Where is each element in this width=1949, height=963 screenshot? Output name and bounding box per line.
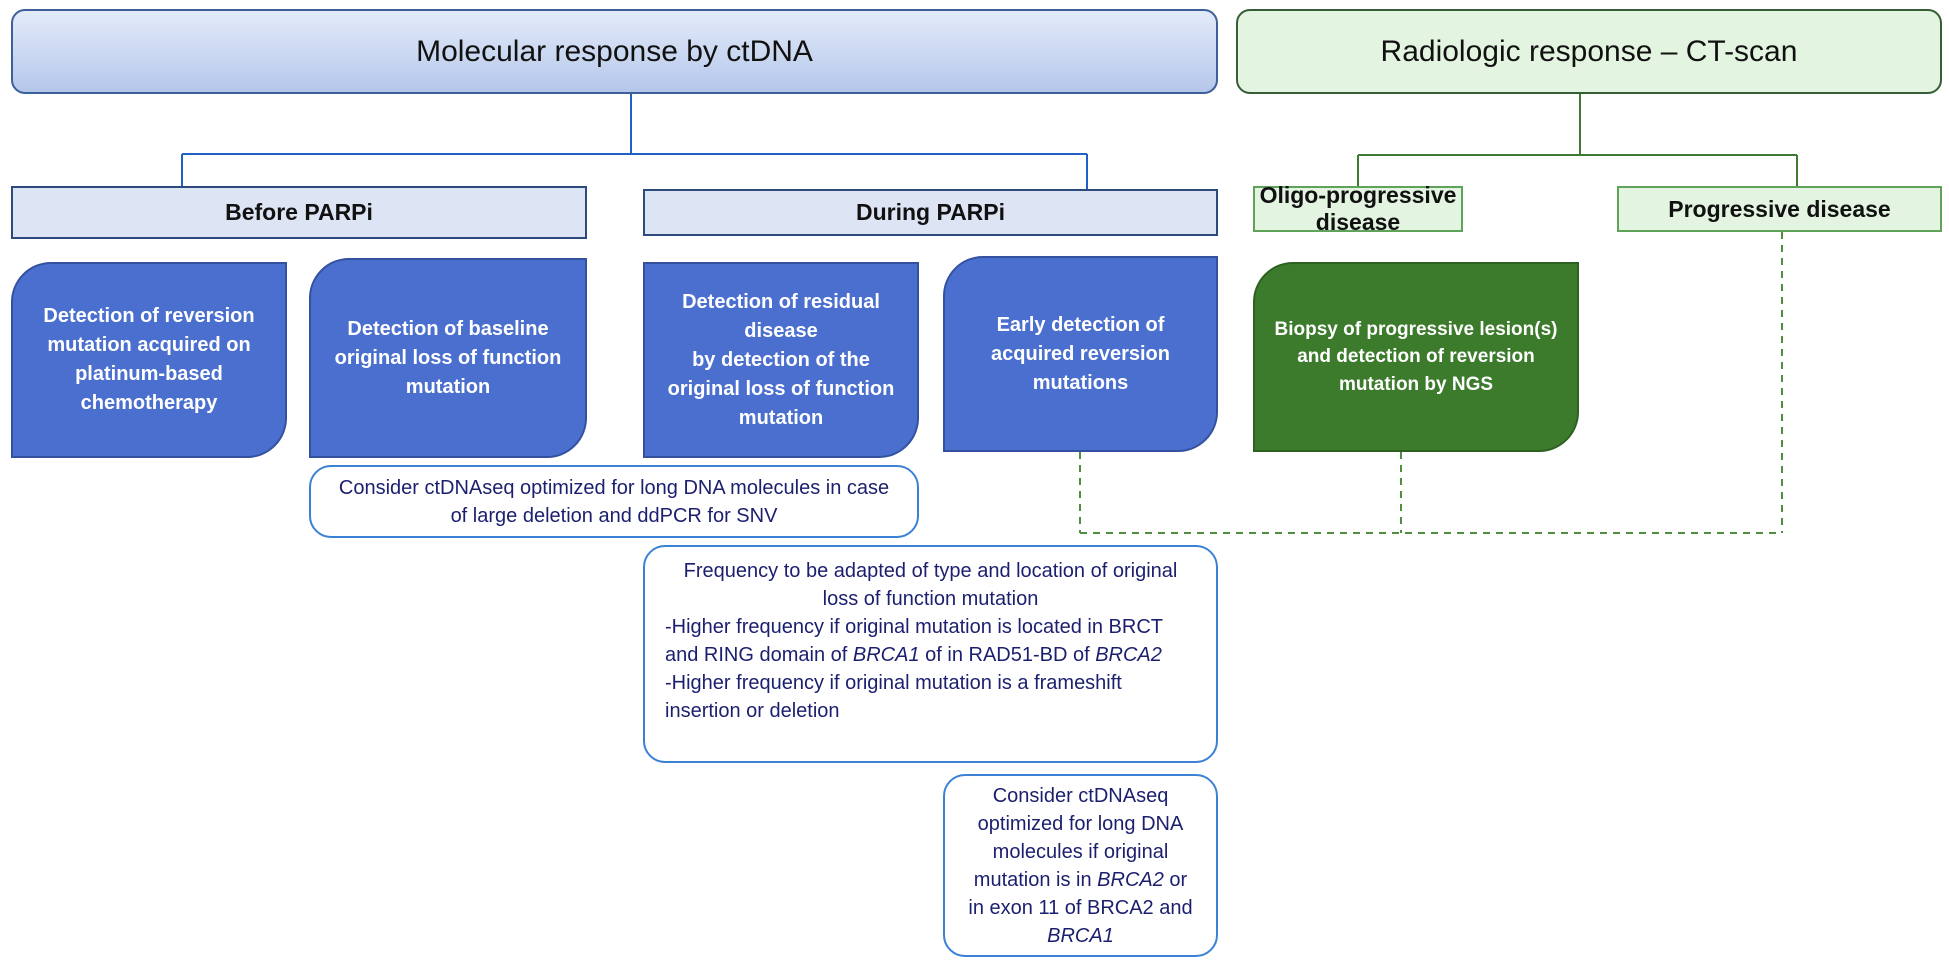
frequency-title: Frequency to be adapted of type and loca… <box>683 560 1178 610</box>
oligo-progressive-box: Oligo-progressive disease <box>1253 182 1463 235</box>
early-reversion-text: Early detection of acquired reversion mu… <box>991 313 1170 394</box>
brca-gene-brca1: BRCA1 <box>1047 924 1114 947</box>
molecular-response-title: Molecular response by ctDNA <box>416 34 813 68</box>
biopsy-card: Biopsy of progressive lesion(s) and dete… <box>1253 262 1579 452</box>
ctdnaseq-long-note: Consider ctDNAseq optimized for long DNA… <box>309 465 919 538</box>
frequency-gene-brca2: BRCA2 <box>1095 644 1162 666</box>
progressive-disease-label: Progressive disease <box>1668 195 1891 222</box>
brca-ctdnaseq-text: Consider ctDNAseq optimized for long DNA… <box>967 782 1194 950</box>
during-parpi-box: During PARPi <box>643 189 1218 236</box>
radiologic-connectors <box>1357 94 1798 186</box>
brca-gene-brca2: BRCA2 <box>1097 868 1164 891</box>
residual-disease-line2: by detection of the original loss of fun… <box>667 348 895 429</box>
during-parpi-label: During PARPi <box>855 199 1006 225</box>
radiologic-response-title: Radiologic response – CT-scan <box>1380 34 1798 68</box>
ctdnaseq-long-text: Consider ctDNAseq optimized for long DNA… <box>338 476 890 527</box>
molecular-connectors <box>181 94 1088 189</box>
brca-ctdnaseq-note: Consider ctDNAseq optimized for long DNA… <box>943 774 1218 957</box>
frequency-item-domain: -Higher frequency if original mutation i… <box>665 613 1196 669</box>
frequency-item-domain-b: of in RAD51-BD of <box>919 644 1096 666</box>
dashed-connectors <box>1079 232 1783 534</box>
molecular-response-header: Molecular response by ctDNA <box>11 9 1218 94</box>
frequency-item-domain-a: -Higher frequency if original mutation i… <box>665 616 1163 666</box>
reversion-platinum-text: Detection of reversion mutation acquired… <box>43 305 255 414</box>
residual-disease-line1: Detection of residual disease <box>682 290 880 342</box>
frequency-note: Frequency to be adapted of type and loca… <box>643 545 1218 763</box>
residual-disease-text: Detection of residual disease by detecti… <box>661 288 901 433</box>
radiologic-response-header: Radiologic response – CT-scan <box>1236 9 1942 94</box>
oligo-progressive-label: Oligo-progressive disease <box>1259 182 1457 235</box>
early-reversion-card: Early detection of acquired reversion mu… <box>943 256 1218 452</box>
baseline-loss-text: Detection of baseline original loss of f… <box>334 317 562 398</box>
progressive-disease-box: Progressive disease <box>1617 186 1942 232</box>
biopsy-text: Biopsy of progressive lesion(s) and dete… <box>1274 318 1558 395</box>
before-parpi-label: Before PARPi <box>225 199 373 225</box>
before-parpi-box: Before PARPi <box>11 186 587 239</box>
reversion-platinum-card: Detection of reversion mutation acquired… <box>11 262 287 458</box>
frequency-gene-brca1: BRCA1 <box>852 644 920 666</box>
brca-ctdnaseq-text-a: Consider ctDNAseq optimized for long DNA… <box>973 784 1184 891</box>
frequency-item-frameshift: -Higher frequency if original mutation i… <box>665 672 1122 722</box>
baseline-loss-card: Detection of baseline original loss of f… <box>309 258 587 458</box>
brca-ctdnaseq-text-b: or in exon 11 of BRCA2 and <box>968 868 1193 919</box>
residual-disease-card: Detection of residual disease by detecti… <box>643 262 919 458</box>
